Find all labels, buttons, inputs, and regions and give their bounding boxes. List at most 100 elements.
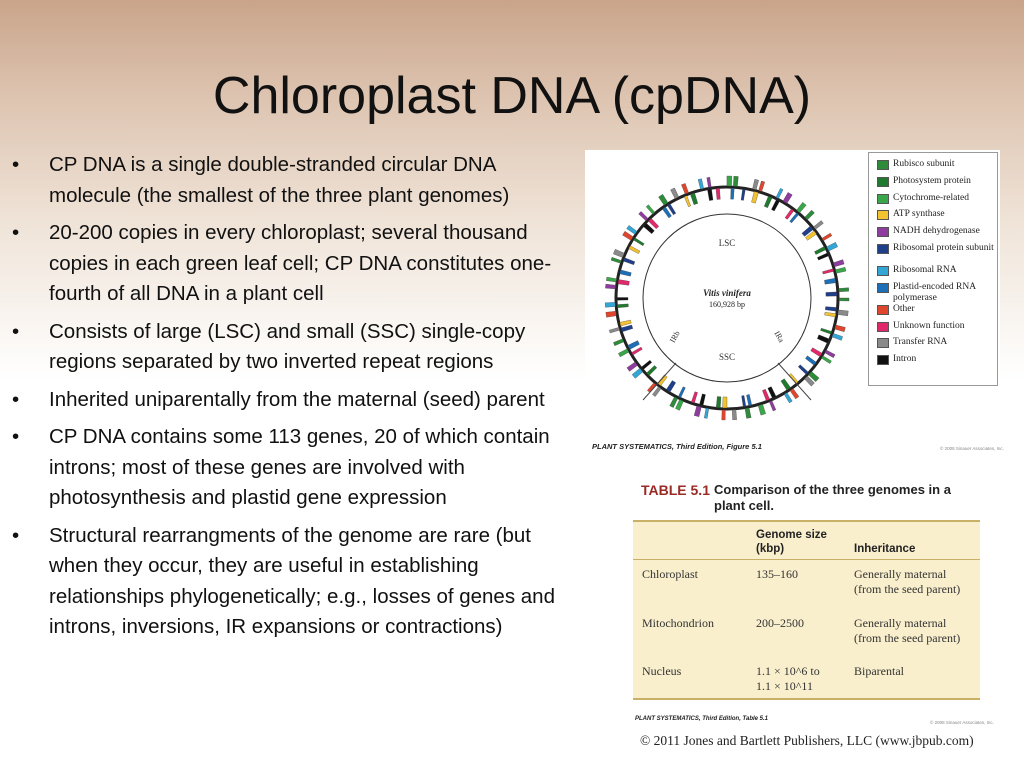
legend-swatch (877, 338, 889, 349)
gene-block (789, 388, 800, 400)
legend-swatch (877, 227, 889, 238)
bullet-marker: • (12, 425, 20, 448)
gene-block (626, 225, 638, 235)
gene-block (606, 276, 617, 283)
gene-block (834, 324, 846, 332)
gene-block (801, 225, 814, 237)
legend-label: Cytochrome-related (893, 192, 969, 203)
figure-credit: © 2008 Sinauer Associates, Inc. (940, 446, 1004, 451)
gene-block (838, 287, 849, 292)
bullet-item: •20-200 copies in every chloroplast; sev… (10, 218, 575, 310)
bullet-item: •CP DNA is a single double-stranded circ… (10, 150, 575, 211)
genome-outer-ring (614, 185, 840, 411)
gene-block (667, 203, 677, 216)
gene-block (613, 338, 625, 346)
lsc-label: LSC (719, 238, 736, 248)
gene-block (617, 303, 629, 308)
row-genome: Mitochondrion (642, 616, 714, 630)
row-genome: Nucleus (642, 664, 682, 678)
legend-label: Ribosomal RNA (893, 264, 957, 275)
gene-block (767, 386, 777, 399)
gene-block (613, 249, 625, 258)
legend-item: NADH dehydrogenase (877, 226, 997, 243)
gene-block (758, 180, 765, 192)
bullet-marker: • (12, 523, 20, 547)
legend-item: ATP synthase (877, 209, 997, 226)
gene-block (604, 302, 616, 308)
gene-block (821, 355, 832, 364)
legend-swatch (877, 243, 889, 254)
gene-block (762, 389, 770, 401)
row-inheritance: Generally maternal (from the seed parent… (854, 616, 961, 645)
bullet-marker: • (12, 387, 20, 411)
gene-block (605, 283, 616, 290)
legend-swatch (877, 160, 889, 170)
gene-block (775, 188, 784, 199)
gene-block (707, 188, 714, 201)
legend-item: Ribosomal protein subunit (877, 243, 997, 265)
gene-block (617, 279, 630, 286)
gene-block (697, 178, 704, 190)
gene-block (618, 348, 630, 358)
bullet-text: 20-200 copies in every chloroplast; seve… (49, 221, 552, 305)
gene-block (605, 311, 617, 318)
gene-block (675, 399, 684, 411)
gene-block (643, 222, 655, 234)
gene-block (805, 355, 817, 366)
gene-block (665, 380, 676, 393)
copyright-notice: © 2011 Jones and Bartlett Publishers, LL… (640, 733, 974, 748)
gene-block (693, 405, 702, 417)
figure-caption: PLANT SYSTEMATICS, Third Edition, Figure… (592, 442, 762, 451)
gene-block (730, 187, 735, 200)
gene-block (817, 252, 829, 261)
gene-block (820, 328, 832, 335)
gene-block (646, 365, 658, 376)
gene-block (715, 188, 721, 200)
legend-item: Other (877, 304, 997, 321)
gene-block (796, 202, 807, 214)
table-header-rule (633, 559, 980, 560)
gene-block (638, 211, 649, 222)
gene-block (670, 187, 679, 199)
legend-item: Unknown function (877, 321, 997, 338)
gene-block (822, 268, 834, 275)
bullet-marker: • (12, 319, 20, 343)
legend-label: Ribosomal protein subunit (893, 242, 994, 253)
irb-boundary-line (642, 362, 677, 401)
gene-block (691, 391, 698, 404)
gene-block (623, 257, 636, 265)
gene-block (808, 371, 820, 382)
column-header-inheritance: Inheritance (854, 543, 916, 555)
gene-block (784, 208, 795, 220)
gene-block (771, 199, 780, 212)
gene-block (783, 392, 793, 404)
legend-item: Rubisco subunit (877, 159, 997, 176)
legend-label: ATP synthase (893, 209, 945, 220)
gene-block (769, 400, 777, 412)
gene-block (678, 386, 686, 399)
bullet-item: •Consists of large (LSC) and small (SSC)… (10, 317, 575, 378)
gene-block (645, 204, 656, 215)
gene-block (751, 191, 759, 204)
legend-swatch (877, 304, 889, 315)
gene-block (658, 194, 669, 206)
irb-label: IRb (668, 329, 682, 344)
species-name: Vitis vinifera (703, 288, 751, 298)
bullet-item: •Structural rearrangments of the genome … (10, 521, 575, 643)
genome-comparison-table: Genome size (kbp) Inheritance Chloroplas… (633, 520, 980, 700)
row-size: 200–2500 (756, 616, 804, 630)
gene-block (626, 361, 638, 372)
gene-block (814, 246, 827, 255)
gene-block (780, 378, 791, 391)
legend-item: Intron (877, 354, 997, 371)
legend-swatch (877, 282, 889, 293)
gene-block (764, 195, 773, 208)
gene-block (706, 177, 712, 188)
gene-block (826, 242, 838, 252)
legend-label: Photosystem protein (893, 175, 971, 186)
gene-block (833, 259, 845, 267)
gene-block (835, 267, 847, 274)
gene-block (797, 364, 809, 375)
gene-block (610, 257, 622, 264)
genome-size: 160,928 bp (709, 300, 745, 309)
